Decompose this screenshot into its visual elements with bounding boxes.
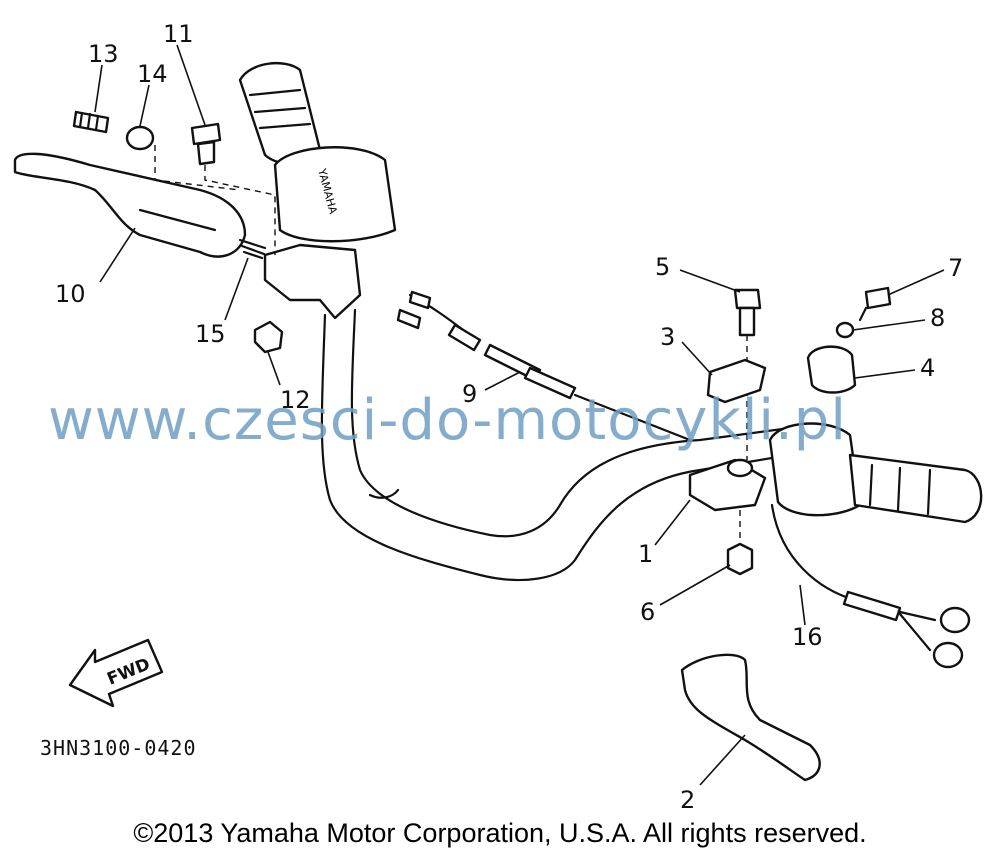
leader-14 bbox=[139, 84, 150, 127]
bolt-5 bbox=[733, 288, 762, 337]
leader-2 bbox=[699, 734, 746, 786]
washer-8 bbox=[835, 321, 855, 339]
bolt-11 bbox=[190, 122, 222, 166]
callout-15: 15 bbox=[195, 320, 226, 348]
switch-cable bbox=[770, 503, 971, 669]
leader-6 bbox=[659, 564, 731, 606]
fwd-arrow: FWD bbox=[68, 638, 164, 708]
callout-7: 7 bbox=[948, 254, 963, 282]
left-grip-assembly: YAMAHA bbox=[238, 62, 397, 320]
lever-holder-1 bbox=[688, 458, 767, 512]
callout-3: 3 bbox=[660, 323, 675, 351]
right-grip bbox=[768, 422, 983, 524]
bolt-13 bbox=[72, 110, 110, 134]
callout-2: 2 bbox=[680, 786, 695, 814]
callout-8: 8 bbox=[930, 304, 945, 332]
callout-6: 6 bbox=[640, 598, 655, 626]
handlebar bbox=[320, 308, 792, 582]
leader-4 bbox=[854, 369, 916, 379]
callout-11: 11 bbox=[163, 20, 194, 48]
leader-5 bbox=[679, 269, 741, 293]
left-lever bbox=[13, 152, 247, 258]
leader-lines bbox=[94, 44, 945, 786]
leader-11 bbox=[176, 44, 206, 126]
callouts: 10 15 12 11 13 14 9 3 5 7 8 4 1 6 16 2 bbox=[55, 20, 963, 814]
leader-13 bbox=[94, 64, 103, 113]
leader-15 bbox=[224, 257, 249, 321]
right-lever bbox=[680, 653, 821, 782]
leader-9 bbox=[484, 371, 521, 391]
nut-14 bbox=[125, 125, 155, 151]
clamp-3 bbox=[706, 358, 767, 404]
bolt-7 bbox=[858, 286, 892, 322]
leader-3 bbox=[681, 341, 713, 376]
callout-14: 14 bbox=[137, 60, 168, 88]
watermark: www.czesci-do-motocykli.pl bbox=[48, 388, 847, 453]
leader-10 bbox=[99, 227, 136, 283]
callout-16: 16 bbox=[792, 623, 823, 651]
leader-7 bbox=[887, 269, 945, 296]
leader-14-path bbox=[154, 145, 241, 191]
leader-1 bbox=[654, 499, 691, 546]
callout-13: 13 bbox=[88, 40, 119, 68]
callout-1: 1 bbox=[638, 540, 653, 568]
throttle-cable bbox=[396, 290, 692, 442]
holder-4 bbox=[806, 345, 857, 394]
copyright-notice: ©2013 Yamaha Motor Corporation, U.S.A. A… bbox=[133, 818, 867, 848]
callout-10: 10 bbox=[55, 280, 86, 308]
diagram-code: 3HN3100-0420 bbox=[40, 736, 197, 760]
callout-9: 9 bbox=[462, 380, 477, 408]
callout-5: 5 bbox=[655, 253, 670, 281]
spring-15 bbox=[238, 238, 267, 260]
callout-12: 12 bbox=[280, 386, 311, 414]
callout-4: 4 bbox=[920, 354, 935, 382]
nut-12 bbox=[253, 320, 284, 354]
nut-6 bbox=[726, 542, 754, 576]
leader-8 bbox=[852, 319, 926, 331]
leader-16 bbox=[799, 584, 806, 626]
leader-12 bbox=[267, 351, 281, 386]
